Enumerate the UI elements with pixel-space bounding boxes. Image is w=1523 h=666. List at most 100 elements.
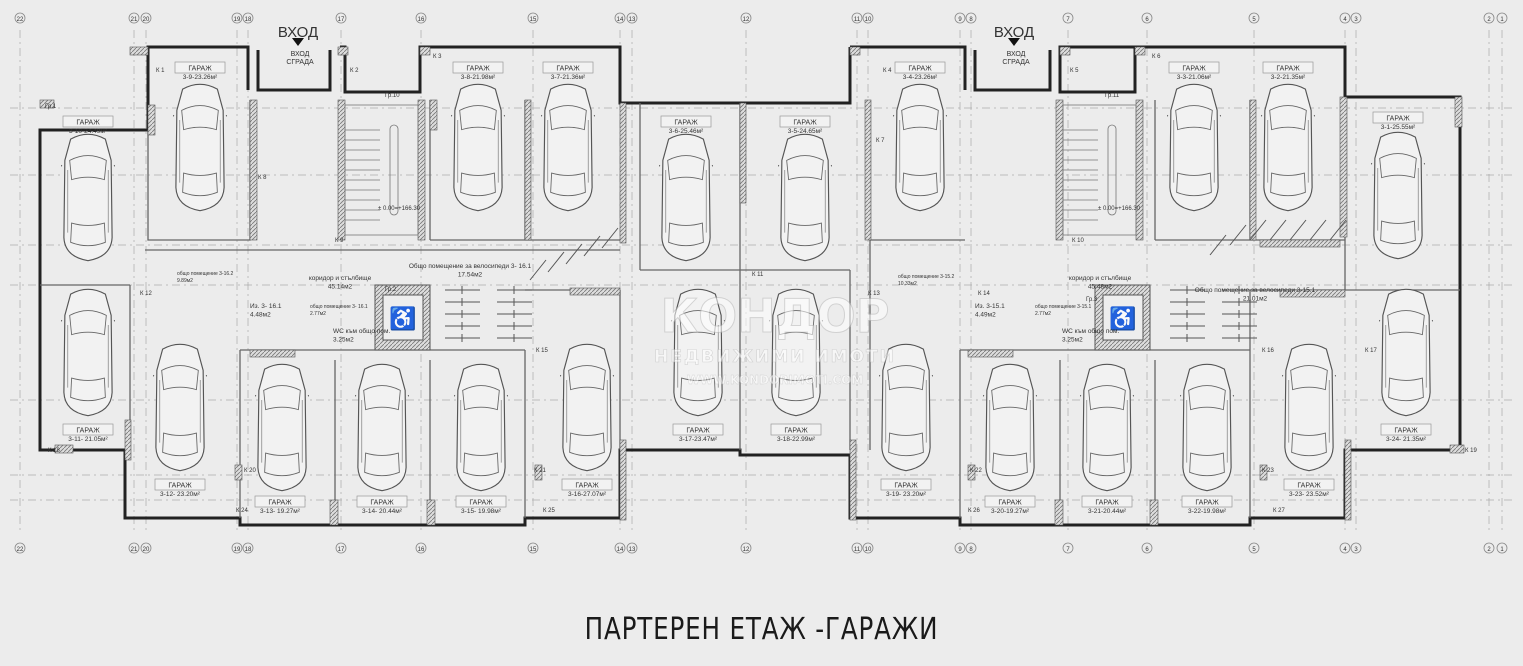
axis-bubble [1496, 12, 1508, 24]
bike-slot [601, 227, 619, 249]
axis-label: 11 [854, 17, 861, 23]
axis-label: 11 [854, 547, 861, 553]
axis-bubble [1062, 542, 1074, 554]
garage-tag [984, 495, 1036, 508]
car-outline [1379, 288, 1433, 417]
axis-label: 17 [338, 17, 345, 23]
column-hatch [129, 46, 149, 56]
room-area: 21.01м2 [1243, 296, 1268, 303]
garage-area: 3-4-23.26м² [903, 74, 938, 81]
column-hatch [967, 349, 1014, 358]
structural-columns [39, 46, 1465, 526]
column-hatch [249, 349, 296, 358]
axis-bubble [1339, 542, 1351, 554]
garage-word: ГАРАЖ [1182, 66, 1206, 73]
column-label: К 7 [876, 138, 885, 144]
column-hatch [337, 46, 349, 56]
room-name: WC към общо пом. [333, 327, 390, 335]
entrance-right: ВХОД ВХОД СГРАДА [994, 24, 1034, 66]
axis-bubble [14, 542, 26, 554]
garage-area: 3-23- 23.52м² [1289, 491, 1330, 498]
axis-bubble [965, 12, 977, 24]
garage-tag [1283, 478, 1335, 491]
marker-label: Гр.3 [1086, 297, 1098, 303]
entrance-label: ВХОД [278, 24, 318, 41]
wheelchair-icon: ♿ [1109, 306, 1136, 331]
garage-word: ГАРАЖ [469, 500, 493, 507]
car-outline [153, 343, 207, 472]
axis-label: 12 [743, 17, 750, 23]
column-hatch [419, 46, 431, 56]
garage-tag [455, 495, 507, 508]
bike-slot [1329, 219, 1347, 241]
car-outline [255, 363, 309, 492]
axis-label: 14 [617, 17, 624, 23]
column-label: К 24 [236, 508, 248, 514]
column-hatch [426, 499, 436, 526]
column-label: К 21 [534, 468, 546, 474]
column-label: К 3 [433, 54, 442, 60]
left-top-outline [146, 45, 250, 130]
column-label: К 18 [48, 448, 60, 454]
room-area: 4.48м2 [250, 312, 271, 319]
axis-bubble [1248, 542, 1260, 554]
labels: ГАРАЖ3-1-25.55м²ГАРАЖ3-2-21.35м²ГАРАЖ3-3… [45, 54, 1477, 515]
axis-label: 18 [245, 17, 252, 23]
car-outline [1180, 363, 1234, 492]
column-hatch [849, 46, 861, 56]
room-area: 10.33м2 [898, 281, 917, 287]
garage-word: ГАРАЖ [894, 483, 918, 490]
axis-bubble [1350, 542, 1362, 554]
column-label: К 10 [1072, 238, 1084, 244]
axis-label: 7 [1066, 17, 1070, 23]
bike-slot [529, 259, 547, 281]
column-hatch [337, 99, 346, 241]
garage-tag [62, 423, 114, 436]
garage-area: 3-6-25.46м² [669, 128, 704, 135]
axis-label: 15 [530, 17, 537, 23]
garage-area: 3-1-25.55м² [1381, 124, 1416, 131]
garage-word: ГАРАЖ [908, 66, 932, 73]
entrance-sublabel: СГРАДА [1002, 59, 1030, 66]
axis-bubble [1483, 12, 1495, 24]
garage-tag [1181, 495, 1233, 508]
axis-label: 20 [143, 17, 150, 23]
car-outline [61, 288, 115, 417]
axis-label: 5 [1252, 17, 1256, 23]
axis-bubble [1339, 12, 1351, 24]
axis-bubble [954, 542, 966, 554]
column-label: К 12 [140, 291, 152, 297]
column-hatch [569, 287, 621, 296]
column-hatch [849, 439, 857, 521]
column-hatch [1449, 444, 1465, 454]
marker-label: Гр.11 [1105, 93, 1120, 99]
column-hatch [124, 419, 132, 461]
right-top [850, 45, 967, 90]
car-outline [1080, 363, 1134, 492]
axis-bubble [862, 542, 874, 554]
axis-label: 10 [865, 17, 872, 23]
room-name: общо помещение 3-16.2 [177, 271, 234, 277]
column-label: К 14 [978, 291, 990, 297]
garage-word: ГАРАЖ [76, 428, 100, 435]
column-hatch [739, 102, 747, 204]
axis-label: 3 [1354, 547, 1358, 553]
axis-bubble [527, 542, 539, 554]
room-name: Из. 3- 16.1 [250, 303, 282, 310]
axis-label: 14 [617, 547, 624, 553]
garage-area: 3-11- 21.05м² [68, 436, 108, 443]
car-outline [454, 363, 508, 492]
axis-bubble [740, 542, 752, 554]
entrance-sublabel: СГРАДА [286, 59, 314, 66]
garage-word: ГАРАЖ [998, 500, 1022, 507]
marker-label: Гр.2 [385, 287, 397, 293]
marker-label: ± 0.00=+166.30 [378, 206, 421, 212]
axis-bubble [335, 12, 347, 24]
right-vestibule [973, 50, 1052, 92]
